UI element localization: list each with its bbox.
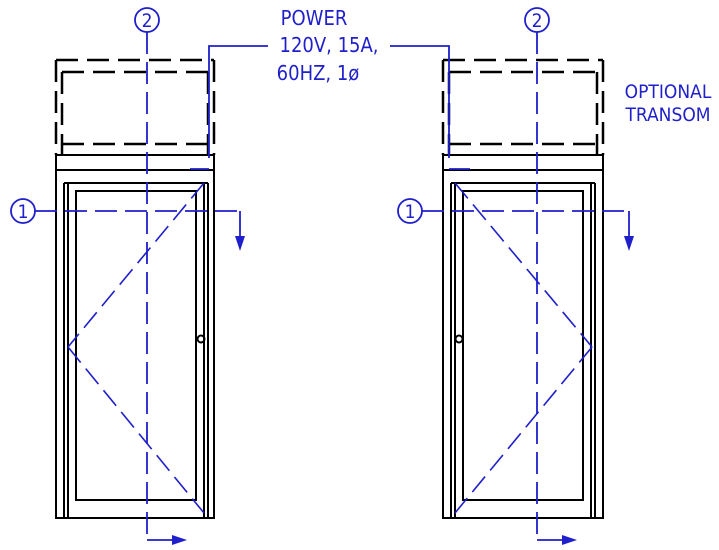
power-callout-line-3: 60HZ, 1ø — [277, 61, 360, 85]
right-section-line-vertical: 2 — [524, 7, 577, 545]
power-callout-line-2: 120V, 15A, — [280, 33, 379, 57]
right-door-swing-lines — [454, 182, 593, 514]
right-section-label-1: 1 — [405, 201, 416, 223]
left-door-frame — [55, 154, 215, 519]
left-door-swing-lines — [67, 182, 205, 514]
right-section-label-2: 2 — [532, 10, 543, 32]
right-transom-dashed-outline — [441, 58, 605, 155]
right-section-line-horizontal: 1 — [397, 198, 634, 251]
transom-callout: OPTIONAL TRANSOM — [624, 81, 711, 126]
right-door-leaf — [454, 182, 592, 519]
left-section-label-2: 2 — [142, 10, 153, 32]
left-transom-dashed-outline — [54, 58, 216, 155]
transom-callout-line-1: OPTIONAL — [625, 81, 712, 103]
left-door-knob — [196, 334, 206, 344]
left-section-label-1: 1 — [18, 201, 29, 223]
left-section-line-vertical: 2 — [134, 7, 187, 545]
left-door-elevation: 1 2 — [10, 7, 268, 545]
right-door-frame — [442, 154, 604, 519]
transom-callout-line-2: TRANSOM — [624, 104, 710, 126]
right-door-elevation: 1 2 — [390, 7, 634, 545]
right-door-knob — [454, 334, 464, 344]
left-power-leader — [208, 45, 268, 158]
left-door-leaf — [67, 182, 205, 519]
power-callout-line-1: POWER — [281, 6, 348, 30]
power-callout: POWER 120V, 15A, 60HZ, 1ø — [277, 6, 379, 85]
right-power-leader — [390, 45, 450, 158]
left-section-line-horizontal: 1 — [10, 198, 245, 251]
